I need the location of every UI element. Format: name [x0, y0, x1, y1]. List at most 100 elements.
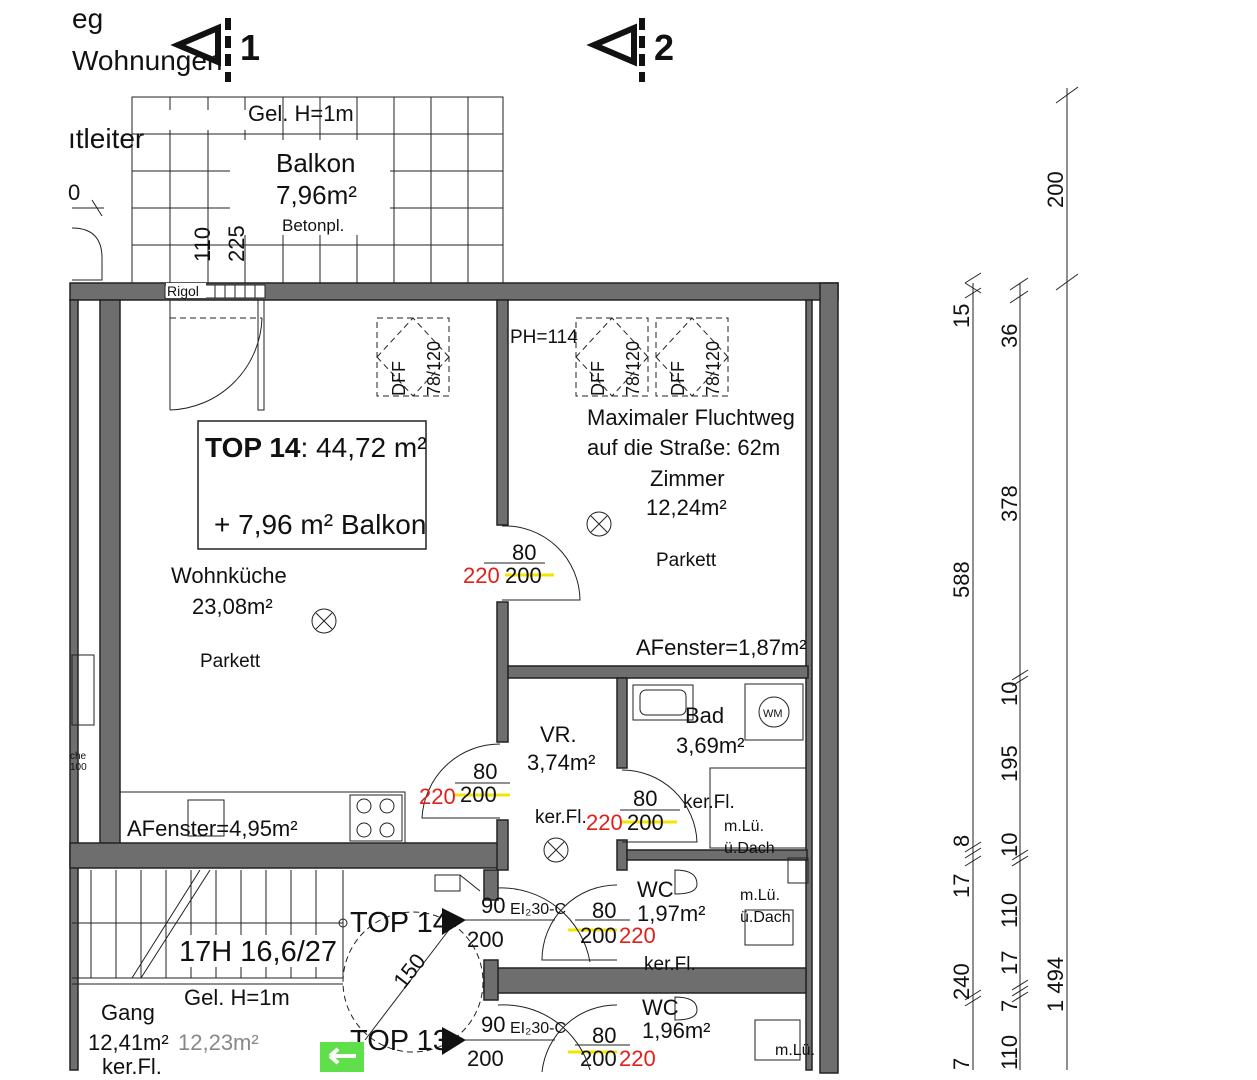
svg-text:17: 17	[949, 874, 974, 898]
door-zimmer[interactable]: 80 220 200	[463, 525, 581, 601]
svg-text:80: 80	[592, 898, 616, 923]
entry-door-top14[interactable]: 90 EI₂30-C 200	[455, 887, 591, 963]
vent-bad-2: ü.Dach	[724, 840, 775, 857]
door-wohnkueche[interactable]: 80 220 200	[419, 743, 510, 819]
svg-text:36: 36	[997, 324, 1022, 348]
skylight: DFF 78/120	[655, 317, 729, 397]
unit-summary-box: TOP 14: 44,72 m² + 7,96 m² Balkon	[197, 420, 427, 550]
skylight: DFF 78/120	[575, 317, 649, 397]
exit-sign-icon	[320, 1042, 364, 1072]
balcony-railing: Gel. H=1m	[248, 101, 354, 126]
svg-text:220: 220	[586, 810, 623, 835]
balcony-door[interactable]	[169, 299, 265, 411]
svg-text:1: 1	[240, 27, 260, 68]
svg-text:588: 588	[949, 561, 974, 598]
washing-machine-icon: WM	[744, 683, 804, 741]
svg-text:10: 10	[997, 682, 1022, 706]
kitchen-counter	[119, 791, 406, 844]
window-area-wohnkueche: AFenster=4,95m²	[127, 816, 298, 841]
ceiling-light-icon	[586, 511, 612, 537]
svg-text:110: 110	[997, 1035, 1022, 1070]
svg-text:200: 200	[505, 563, 542, 588]
balcony-surface: Betonpl.	[282, 216, 344, 235]
room-area-wc1: 1,97m²	[637, 901, 705, 926]
left-partial-kitchen: che	[70, 751, 87, 762]
title-partial-1: eg	[72, 3, 103, 34]
left-partial-label: ıtleiter	[68, 123, 144, 154]
door-bad[interactable]: 80 220 200	[586, 769, 698, 843]
gang-railing: Gel. H=1m	[184, 985, 290, 1010]
svg-text:EI₂30-C: EI₂30-C	[510, 901, 566, 918]
walls	[69, 282, 839, 1074]
room-area-gang-alt: 12,23m²	[178, 1030, 259, 1055]
left-partial-dim: 0	[68, 180, 80, 205]
room-area-zimmer: 12,24m²	[646, 495, 727, 520]
dimension-chain-2: 36 378 10 195 10 110 17 7 110	[997, 277, 1029, 1070]
svg-text:150: 150	[388, 949, 430, 993]
title-partial-2: Wohnungen	[72, 45, 223, 76]
svg-text:78/120: 78/120	[424, 341, 444, 396]
svg-text:7: 7	[949, 1058, 974, 1070]
svg-text:78/120: 78/120	[703, 341, 723, 396]
room-floor-wc1: ker.Fl.	[644, 954, 696, 975]
room-area-gang: 12,41m²	[88, 1030, 169, 1055]
ceiling-light-icon	[311, 608, 337, 634]
svg-text:DFF: DFF	[389, 361, 409, 396]
svg-text:1 494: 1 494	[1043, 957, 1068, 1012]
svg-text:EI₂30-C: EI₂30-C	[510, 1020, 566, 1037]
svg-text:TOP 14: 44,72 m²: TOP 14: 44,72 m²	[205, 432, 427, 463]
svg-text:200: 200	[627, 810, 664, 835]
svg-text:10: 10	[997, 833, 1022, 857]
room-area-bad: 3,69m²	[676, 733, 744, 758]
room-name-bad: Bad	[685, 703, 724, 728]
section-marker-2: 2	[586, 18, 674, 82]
svg-text:DFF: DFF	[668, 361, 688, 396]
svg-text:240: 240	[949, 963, 974, 1000]
svg-text:195: 195	[997, 745, 1022, 782]
vent-wc1-2: ü.Dach	[740, 909, 791, 926]
window-area-zimmer: AFenster=1,87m²	[636, 635, 807, 660]
svg-text:80: 80	[633, 786, 657, 811]
door-wc2[interactable]: 80 200 220	[541, 1004, 656, 1073]
dimension-chain-3: 200 1 494	[1043, 86, 1079, 1070]
vent-bad-1: m.Lü.	[724, 818, 764, 835]
svg-text:200: 200	[467, 1046, 504, 1071]
entry-door-top13[interactable]: 90 EI₂30-C 200	[455, 1004, 591, 1071]
ceiling-light-icon	[543, 837, 569, 863]
svg-text:200: 200	[1043, 171, 1068, 208]
room-name-vr: VR.	[540, 722, 577, 747]
room-name-wohnkueche: Wohnküche	[171, 563, 287, 588]
svg-text:110: 110	[997, 893, 1022, 928]
balcony-dim-a: 110	[190, 227, 215, 262]
balcony-dim-b: 225	[224, 225, 249, 262]
svg-text:80: 80	[512, 540, 536, 565]
room-name-gang: Gang	[101, 1000, 155, 1025]
room-floor-bad: ker.Fl.	[683, 792, 735, 813]
balcony-name: Balkon	[276, 148, 356, 178]
room-name-wc1: WC	[637, 877, 674, 902]
svg-text:15: 15	[949, 304, 974, 328]
room-floor-vr: ker.Fl.	[535, 807, 587, 828]
drain-label: Rigol	[167, 283, 199, 299]
door-wc1[interactable]: 80 200 220	[541, 884, 656, 961]
svg-text:220: 220	[619, 923, 656, 948]
svg-text:90: 90	[481, 893, 505, 918]
vent-wc2: m.Lü.	[775, 1042, 815, 1059]
left-partial-kitchen-dim: 100	[70, 762, 87, 773]
svg-text:DFF: DFF	[588, 361, 608, 396]
entry-label-top14: TOP 14	[350, 907, 449, 939]
skylight: DFF 78/120	[376, 317, 450, 397]
svg-text:378: 378	[997, 485, 1022, 522]
room-name-wc2: WC	[642, 995, 679, 1020]
svg-text:90: 90	[481, 1012, 505, 1037]
svg-text:80: 80	[592, 1023, 616, 1048]
entry-arrow-icon	[442, 1027, 466, 1055]
svg-text:220: 220	[463, 563, 500, 588]
escape-route-2: auf die Straße: 62m	[587, 435, 780, 460]
room-floor-zimmer: Parkett	[656, 550, 717, 571]
svg-text:200: 200	[460, 782, 497, 807]
svg-text:78/120: 78/120	[623, 341, 643, 396]
room-area-wc2: 1,96m²	[642, 1018, 710, 1043]
balcony-area: 7,96m²	[276, 180, 357, 210]
